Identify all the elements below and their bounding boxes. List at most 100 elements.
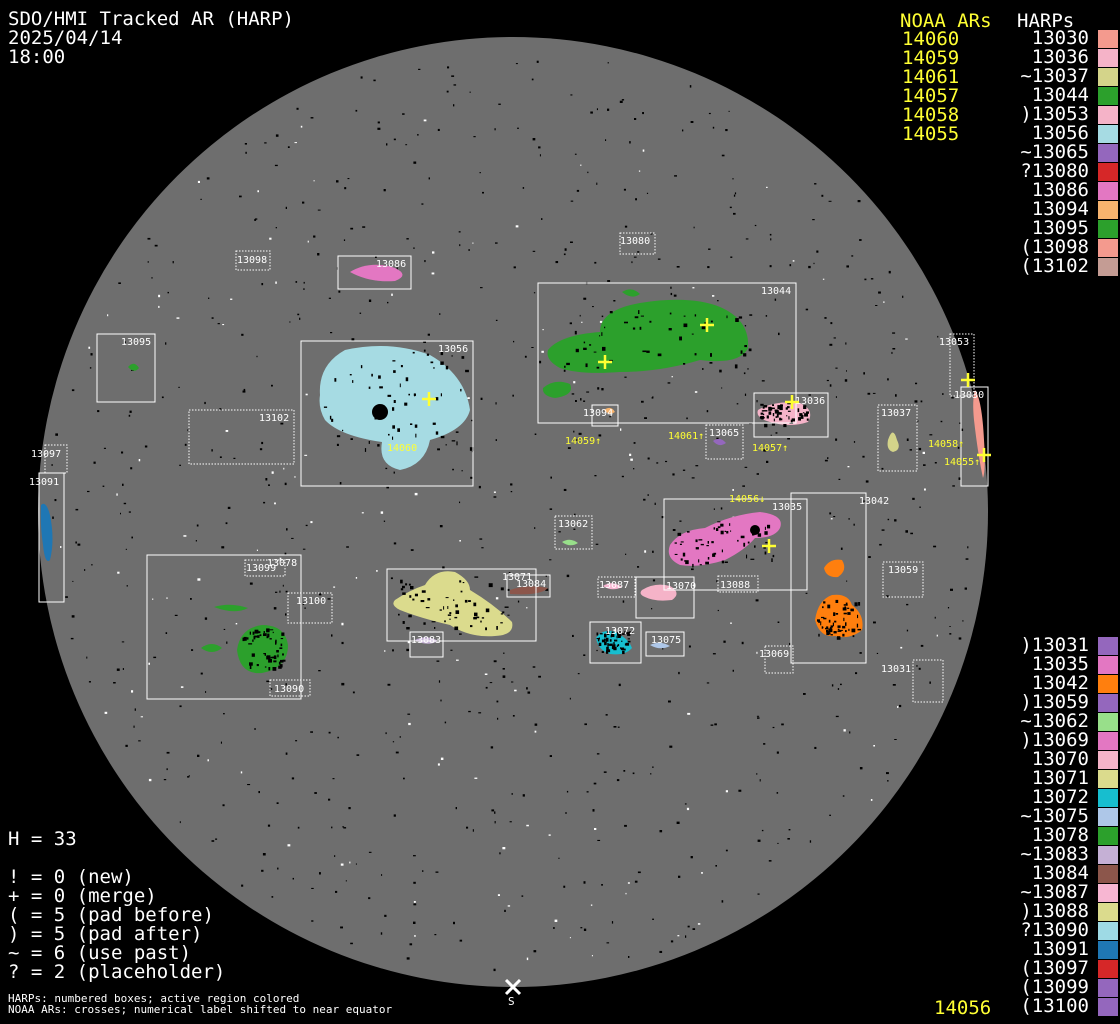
- noaa-legend-item: 14061: [902, 66, 960, 88]
- active-region-patch: [547, 299, 749, 373]
- active-region-patch: [668, 512, 781, 566]
- harp-box-label: 13091: [29, 477, 59, 488]
- harp-legend-item: )13031: [1020, 634, 1089, 656]
- harp-legend-item: 13071: [1020, 767, 1089, 789]
- active-region-patch: [510, 586, 548, 595]
- harp-legend-item: ?13090: [1020, 919, 1089, 941]
- harp-legend-item: 13042: [1020, 672, 1089, 694]
- active-region-patch: [542, 381, 571, 398]
- harp-box: [882, 561, 924, 598]
- harp-legend-item: 13056: [1020, 122, 1089, 144]
- active-region-patch: [201, 644, 222, 652]
- stat-new: ! = 0 (new): [8, 866, 134, 888]
- harp-legend-item: (13097: [1020, 957, 1089, 979]
- harp-box: [386, 568, 537, 642]
- active-region-patch: [350, 264, 403, 282]
- harp-legend-item: 13044: [1020, 84, 1089, 106]
- harp-legend-item: (13099: [1020, 976, 1089, 998]
- harp-color-swatch: [1098, 30, 1118, 48]
- harp-color-swatch: [1098, 182, 1118, 200]
- harp-color-swatch: [1098, 941, 1118, 959]
- harp-box-label: 13035: [772, 502, 802, 513]
- harp-color-swatch: [1098, 732, 1118, 750]
- harp-box-label: 13100: [296, 596, 326, 607]
- noaa-cross: [422, 392, 436, 406]
- harp-box: [146, 554, 302, 700]
- harp-box: [635, 576, 695, 619]
- harp-box-label: 13095: [121, 337, 151, 348]
- harp-legend-item: ~13087: [1020, 881, 1089, 903]
- harp-color-swatch: [1098, 922, 1118, 940]
- noaa-cross-label: 14057↑: [752, 443, 788, 454]
- footer-noaa-note: NOAA ARs: crosses; numerical label shift…: [8, 1003, 393, 1016]
- harp-box: [244, 559, 286, 577]
- noaa-legend-item: 14057: [902, 85, 960, 107]
- harp-legend-item: 13030: [1020, 27, 1089, 49]
- active-region-patch: [393, 571, 513, 637]
- harp-box-label: 13087: [599, 580, 629, 591]
- active-region-patch: [319, 346, 470, 470]
- active-regions: [40, 264, 985, 674]
- harp-box: [764, 645, 794, 674]
- noaa-legend-item: 14059: [902, 47, 960, 69]
- harp-color-swatch: [1098, 846, 1118, 864]
- active-region-patch: [887, 432, 899, 452]
- harp-legend-item: 13078: [1020, 824, 1089, 846]
- harp-color-swatch: [1098, 751, 1118, 769]
- harp-box: [705, 424, 744, 460]
- harp-color-swatch: [1098, 49, 1118, 67]
- harp-legend-item: )13088: [1020, 900, 1089, 922]
- noaa-cross: [977, 448, 991, 462]
- harp-legend-item: )13069: [1020, 729, 1089, 751]
- harp-box: [949, 333, 975, 397]
- harp-color-swatch: [1098, 675, 1118, 693]
- harp-box: [300, 340, 474, 487]
- harp-box-label: 13036: [795, 396, 825, 407]
- stat-placeholder: ? = 2 (placeholder): [8, 961, 226, 983]
- harp-box-label: 13059: [888, 565, 918, 576]
- noaa-cross: [762, 539, 776, 553]
- noaa-cross: [598, 355, 612, 369]
- harp-box: [717, 575, 759, 593]
- active-region-patch: [40, 503, 53, 561]
- noaa-legend-item: 14055: [902, 123, 960, 145]
- harp-box: [960, 386, 989, 487]
- harp-color-swatch: [1098, 713, 1118, 731]
- harp-legend-item: ~13065: [1020, 141, 1089, 163]
- harp-box: [235, 250, 271, 271]
- harp-box: [645, 631, 685, 657]
- harp-box-label: 13069: [759, 649, 789, 660]
- harp-box: [597, 576, 636, 598]
- noaa-cross: [700, 318, 714, 332]
- harp-color-swatch: [1098, 656, 1118, 674]
- harp-color-swatch: [1098, 789, 1118, 807]
- noaa-cross-label: 14059↑: [565, 436, 601, 447]
- harp-color-swatch: [1098, 258, 1118, 276]
- stat-h: H = 33: [8, 828, 77, 850]
- harp-box: [287, 592, 333, 624]
- active-region-patch: [824, 559, 845, 578]
- harp-box: [269, 679, 311, 697]
- harp-legend-item: (13100: [1020, 995, 1089, 1017]
- active-region-patch: [640, 584, 677, 601]
- active-region-patch: [622, 289, 640, 297]
- harp-box-label: 13065: [709, 428, 739, 439]
- harp-color-swatch: [1098, 827, 1118, 845]
- south-marker: [504, 978, 522, 996]
- harp-color-swatch: [1098, 808, 1118, 826]
- noaa-cross-label: 14058↑: [928, 439, 964, 450]
- footer-harps-note: HARPs: numbered boxes; active region col…: [8, 992, 300, 1005]
- harp-color-swatch: [1098, 201, 1118, 219]
- active-region-patch: [604, 407, 615, 414]
- harp-box: [589, 621, 642, 664]
- harp-box-label: 13030: [954, 390, 984, 401]
- harp-box: [506, 574, 551, 598]
- harp-box-label: 13098: [237, 255, 267, 266]
- harp-legend-item: ~13062: [1020, 710, 1089, 732]
- noaa-legend-item: 14058: [902, 104, 960, 126]
- noaa-cross-label: 14056↓: [729, 494, 765, 505]
- noaa-cross: [961, 373, 975, 387]
- harp-box-label: 13094: [583, 408, 613, 419]
- harp-color-swatch: [1098, 903, 1118, 921]
